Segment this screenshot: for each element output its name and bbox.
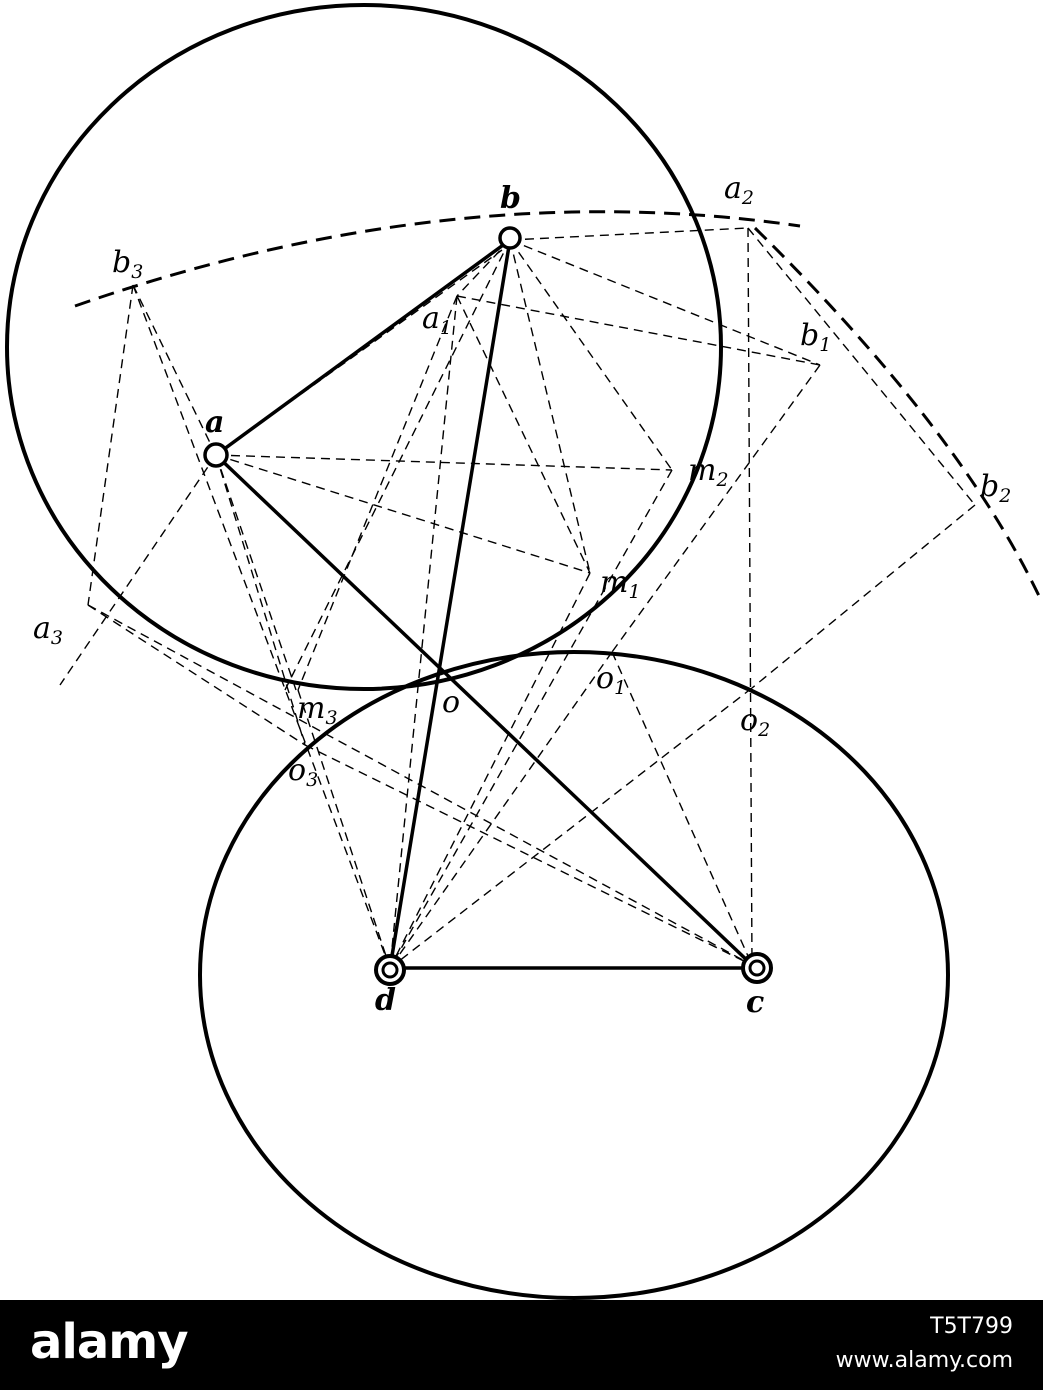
label-o2: o2 bbox=[740, 703, 770, 741]
coupler-path-arc bbox=[74, 210, 801, 308]
diagram-svg: b a d c o a2 b3 a1 b1 m2 b2 m1 a3 o1 m3 … bbox=[5, 3, 1042, 1300]
watermark-footer: alamy T5T799 www.alamy.com bbox=[0, 1300, 1043, 1390]
label-b3: b3 bbox=[112, 245, 143, 283]
joint-b bbox=[498, 226, 522, 250]
joint-d-inner bbox=[381, 961, 399, 979]
label-m2: m2 bbox=[688, 453, 729, 491]
label-c: c bbox=[746, 985, 764, 1020]
label-b1: b1 bbox=[800, 318, 831, 356]
label-a2: a2 bbox=[724, 171, 754, 209]
lower-circle bbox=[198, 650, 950, 1300]
label-d: d bbox=[375, 983, 396, 1018]
alamy-logo: alamy bbox=[30, 1314, 189, 1370]
label-m3: m3 bbox=[297, 691, 338, 729]
label-a1: a1 bbox=[422, 301, 452, 339]
label-o: o bbox=[442, 685, 460, 720]
label-o1: o1 bbox=[596, 661, 626, 699]
linkage-bars bbox=[214, 238, 754, 970]
construction-lines bbox=[59, 227, 976, 969]
coupler-path-arc-right bbox=[753, 226, 1042, 599]
label-a3: a3 bbox=[33, 611, 63, 649]
website-url: www.alamy.com bbox=[835, 1348, 1013, 1373]
label-o3: o3 bbox=[288, 753, 318, 791]
joint-c-inner bbox=[748, 959, 766, 977]
image-id: T5T799 bbox=[930, 1314, 1013, 1339]
joint-a bbox=[203, 442, 229, 468]
label-b: b bbox=[500, 181, 521, 216]
label-b2: b2 bbox=[980, 469, 1011, 507]
label-a: a bbox=[205, 405, 224, 440]
label-m1: m1 bbox=[600, 565, 641, 603]
linkage-diagram: b a d c o a2 b3 a1 b1 m2 b2 m1 a3 o1 m3 … bbox=[5, 3, 1042, 1300]
upper-circle bbox=[5, 3, 723, 691]
